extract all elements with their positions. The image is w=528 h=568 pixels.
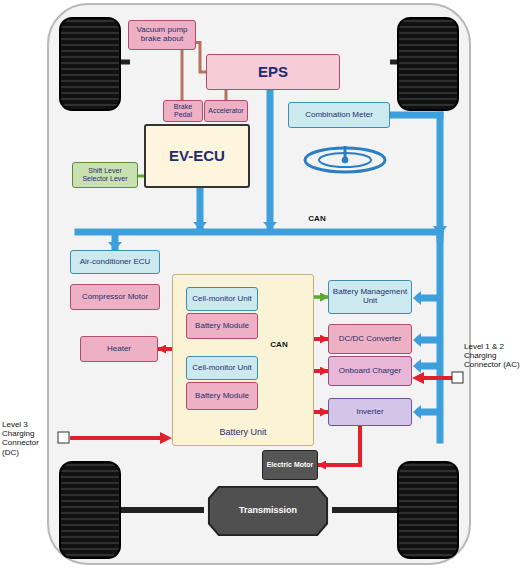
node-text: Electric Motor <box>265 460 316 470</box>
bmu-box: Battery Management Unit <box>328 280 412 314</box>
bus-label: CAN <box>300 214 334 223</box>
node-text: DC/DC Converter <box>337 334 404 345</box>
node-text: Combination Meter <box>303 110 375 121</box>
wheel <box>60 18 120 110</box>
lever-box: Shift Lever Selector Lever <box>72 162 138 188</box>
wheel <box>60 462 120 558</box>
node-text: Cell-monitor Unit <box>190 363 254 374</box>
ecu-box: Air-conditioner ECU <box>70 250 160 274</box>
inverter-box: Inverter <box>328 398 412 426</box>
node-text: Inverter <box>354 407 385 418</box>
can-stub <box>197 190 204 226</box>
charging-port <box>452 372 463 383</box>
wheel <box>398 18 458 110</box>
node-text: Battery Unit <box>173 427 313 439</box>
can-stub <box>420 298 436 412</box>
arrowhead <box>412 372 424 384</box>
node-text: EV-ECU <box>167 147 227 166</box>
power-line <box>158 347 172 351</box>
eps-box: EPS <box>206 54 340 90</box>
arrowhead <box>433 226 447 236</box>
node-text: Battery Management Unit <box>329 287 411 307</box>
pedal-box: Accelerator <box>204 100 248 122</box>
battery-unit: Battery UnitCell-monitor UnitBattery Mod… <box>172 274 314 446</box>
power-line <box>314 410 328 414</box>
node-text: Brake Pedal <box>164 102 202 119</box>
can-bus-line <box>78 229 440 236</box>
charger-box: Onboard Charger <box>328 356 412 386</box>
arrowhead <box>413 291 421 419</box>
pump-box: Vacuum pump brake about <box>128 20 196 50</box>
heater-box: Heater <box>80 336 158 362</box>
monitor-box: Cell-monitor Unit <box>186 287 258 311</box>
transmission-shape: Transmission <box>204 482 332 540</box>
arrowhead <box>193 222 207 230</box>
node-text: Shift Lever Selector Lever <box>73 166 137 183</box>
motor-box: Electric Motor <box>262 450 318 480</box>
node-text: Heater <box>105 344 133 355</box>
node-text: Battery Module <box>193 391 251 402</box>
meter-box: Combination Meter <box>288 102 390 128</box>
charging-port <box>58 432 69 443</box>
wheel <box>398 462 458 558</box>
module-box: Battery Module <box>186 313 258 339</box>
node-text: Air-conditioner ECU <box>78 257 153 268</box>
connector-label: Level 1 & 2 Charging Connector (AC) <box>464 342 526 370</box>
node-text: Cell-monitor Unit <box>190 294 254 305</box>
motor-box: Compressor Motor <box>70 284 160 310</box>
monitor-box: Cell-monitor Unit <box>186 356 258 380</box>
power-line <box>314 369 328 373</box>
car-body <box>48 4 470 564</box>
power-line <box>314 337 328 341</box>
power-line <box>70 436 162 440</box>
can-stub <box>390 112 440 119</box>
pedal-box: Brake Pedal <box>163 100 203 122</box>
node-text: EPS <box>256 63 290 82</box>
meter-symbol <box>305 146 385 172</box>
converter-box: DC/DC Converter <box>328 324 412 354</box>
signal-line <box>181 50 184 100</box>
node-text: Accelerator <box>206 106 245 116</box>
node-text: Compressor Motor <box>80 292 150 303</box>
signal-line <box>196 43 206 73</box>
arrowhead <box>263 222 277 230</box>
signal-line <box>225 90 228 100</box>
module-box: Battery Module <box>186 382 258 410</box>
arrowhead <box>108 242 122 250</box>
power-line <box>318 426 360 465</box>
can-bus-line <box>437 115 444 440</box>
node-text: Battery Module <box>193 321 251 332</box>
dot <box>342 157 348 163</box>
connector-label: Level 3 Charging Connector (DC) <box>2 420 56 457</box>
node-text: Onboard Charger <box>337 366 403 377</box>
can-stub <box>267 92 274 226</box>
node-text: Vacuum pump brake about <box>129 25 195 45</box>
arrowhead <box>160 432 172 444</box>
power-line <box>422 376 452 380</box>
ecu-box: EV-ECU <box>144 124 250 188</box>
bus-label: CAN <box>264 340 294 349</box>
transmission-body <box>209 487 327 535</box>
node-text: Transmission <box>237 505 299 517</box>
